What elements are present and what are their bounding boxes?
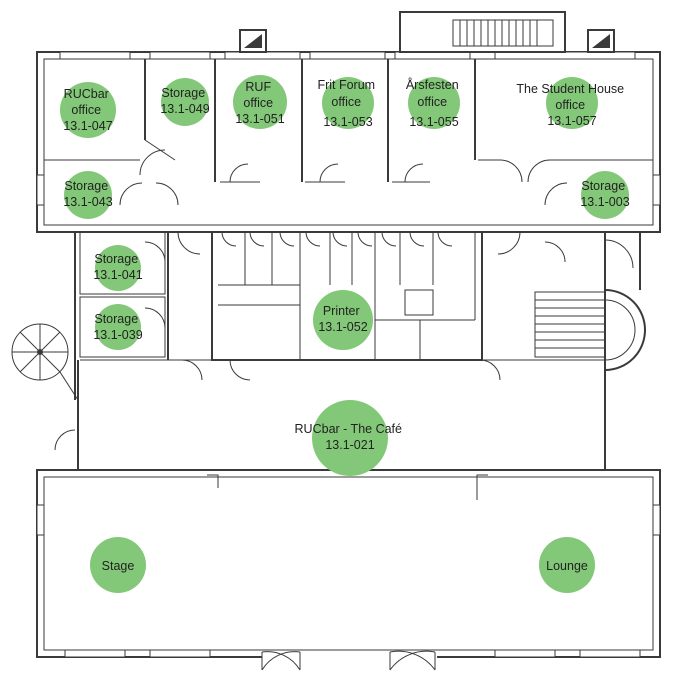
room-marker-printer[interactable] [313, 290, 373, 350]
room-markers [60, 75, 629, 593]
room-marker-ruf-office[interactable] [233, 75, 287, 129]
label-storage-043[interactable]: Storage 13.1-043 [63, 179, 112, 209]
label-student-house[interactable]: The Student House office 13.1-057 [516, 82, 627, 128]
label-stage[interactable]: Stage [102, 559, 135, 573]
room-marker-storage-041[interactable] [95, 245, 141, 291]
room-marker-storage-003[interactable] [581, 171, 629, 219]
label-rucbar-office[interactable]: RUCbar office 13.1-047 [63, 87, 112, 133]
label-storage-003[interactable]: Storage 13.1-003 [580, 179, 629, 209]
room-marker-storage-039[interactable] [95, 304, 141, 350]
label-cafe[interactable]: RUCbar - The Café 13.1-021 [295, 422, 406, 452]
room-marker-cafe[interactable] [312, 400, 388, 476]
room-marker-lounge[interactable] [539, 537, 595, 593]
room-marker-stage[interactable] [90, 537, 146, 593]
label-lounge[interactable]: Lounge [546, 559, 588, 573]
label-ruf-office[interactable]: RUF office 13.1-051 [235, 80, 284, 126]
room-marker-storage-049[interactable] [161, 78, 209, 126]
label-arsfesten[interactable]: Årsfesten office 13.1-055 [406, 77, 462, 129]
label-printer[interactable]: Printer 13.1-052 [318, 304, 367, 334]
label-storage-039[interactable]: Storage 13.1-039 [93, 312, 142, 342]
room-marker-storage-043[interactable] [64, 171, 112, 219]
walls [11, 11, 661, 671]
label-frit-forum[interactable]: Frit Forum office 13.1-053 [317, 78, 378, 129]
room-labels: RUCbar office 13.1-047 Storage 13.1-049 … [63, 77, 629, 573]
room-marker-arsfesten[interactable] [408, 77, 460, 129]
room-marker-rucbar-office[interactable] [60, 82, 116, 138]
room-marker-frit-forum[interactable] [322, 77, 374, 129]
room-marker-student-house[interactable] [546, 77, 598, 129]
label-storage-041[interactable]: Storage 13.1-041 [93, 252, 142, 282]
label-storage-049[interactable]: Storage 13.1-049 [160, 86, 209, 116]
